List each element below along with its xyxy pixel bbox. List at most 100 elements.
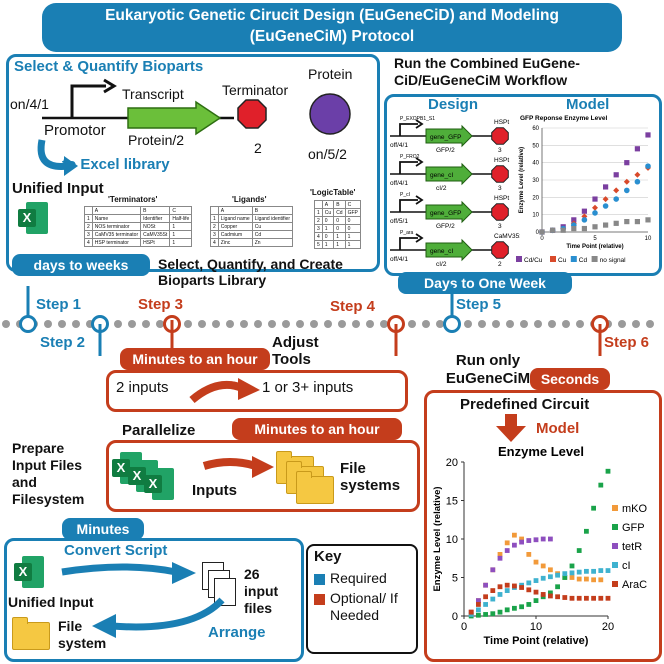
promoter-name: P_FRO2	[400, 154, 420, 160]
terminators-title: 'Terminators'	[108, 195, 158, 204]
protein-circle-icon	[309, 93, 351, 135]
design-circuits: P_EXOPB1_S1off/4/1gene_GFPGFP/2HSPt3P_FR…	[390, 116, 520, 268]
step3-label: Step 3	[138, 296, 184, 313]
legend-swatch	[550, 256, 556, 262]
x-tick-label: 20	[602, 621, 614, 633]
data-point	[598, 482, 604, 488]
gene-name: gene_GFP	[430, 134, 461, 141]
promoter-arrow-icon	[399, 123, 418, 136]
data-point	[526, 552, 532, 557]
data-point	[476, 612, 481, 618]
timeline-dot	[352, 320, 360, 328]
data-point	[533, 537, 539, 543]
transcript-label: Transcript	[122, 86, 184, 102]
promoter-arrow-icon	[399, 161, 418, 174]
table-cell: 0	[344, 216, 361, 225]
step4-arrow-icon	[202, 456, 274, 478]
data-point	[581, 217, 588, 223]
terminator-name: HSPt	[494, 119, 509, 126]
table-cell: 1	[333, 232, 346, 241]
data-point	[569, 575, 575, 580]
folder-icon-3	[296, 471, 334, 504]
table-cell: Cadmium	[217, 230, 253, 239]
data-point	[533, 559, 539, 565]
y-tick-label: 0	[452, 611, 458, 623]
step6-panel	[424, 390, 662, 662]
timeline-dot	[128, 320, 136, 328]
promoter-arrowhead-icon	[415, 157, 424, 167]
terminator-value: 3	[498, 147, 502, 154]
step5-label: Step 5	[456, 296, 502, 313]
table-cell: Copper	[217, 222, 253, 231]
data-point	[540, 592, 546, 597]
y-tick-label: 15	[446, 496, 458, 508]
data-point	[645, 132, 651, 138]
step5-header: Run the Combined EuGene-CiD/EuGeneCiM Wo…	[394, 55, 580, 88]
step4-time-pill: Minutes to an hour	[232, 418, 402, 440]
gene-arrow-icon	[127, 100, 222, 136]
data-point	[562, 575, 568, 580]
legend-swatch	[516, 256, 522, 262]
protein-value: on/5/2	[308, 146, 347, 162]
promoter-arrow-icon	[399, 237, 418, 250]
timeline-dot	[520, 320, 528, 328]
step4-title: Parallelize	[122, 422, 196, 439]
step4-file-systems: File systems	[340, 460, 401, 494]
step1-panel	[6, 54, 380, 272]
data-point	[526, 538, 532, 543]
table-cell: 3	[210, 230, 219, 239]
data-point	[476, 598, 481, 603]
step3-title: Adjust Tools	[272, 334, 319, 368]
data-point	[519, 539, 524, 545]
data-point	[623, 178, 630, 185]
terminator-octagon-icon	[491, 241, 509, 259]
data-point	[512, 583, 517, 589]
data-point	[483, 602, 488, 607]
terminator-octagon-icon	[491, 127, 509, 145]
timeline-dot	[492, 320, 500, 328]
table-cell: 1	[333, 240, 346, 249]
timeline-dot	[408, 320, 416, 328]
x-axis-label: Time Point (relative)	[566, 244, 623, 250]
data-point	[624, 187, 630, 194]
data-point	[540, 575, 546, 581]
step2-time-pill: Minutes	[62, 518, 144, 540]
data-point	[512, 542, 517, 548]
timeline-dot	[282, 320, 290, 328]
promoter-state: off/4/1	[390, 142, 408, 149]
data-point	[613, 196, 619, 202]
step5-time-pill: Days to One Week	[398, 272, 572, 294]
promoter-state: off/4/1	[390, 180, 408, 187]
data-point	[533, 598, 539, 603]
data-point	[584, 576, 589, 582]
data-point	[576, 576, 582, 582]
protein-gene-label: Protein/2	[128, 132, 185, 148]
data-point	[591, 595, 596, 601]
step1-time-pill: days to weeks	[12, 254, 150, 276]
step3-panel	[106, 370, 408, 412]
title-line-1: Eukaryotic Genetic Cirucit Design (EuGen…	[105, 7, 559, 24]
timeline-dot	[338, 320, 346, 328]
data-point	[576, 595, 582, 601]
legend-swatch	[570, 256, 577, 262]
data-point	[555, 584, 560, 590]
y-tick-label: 60	[532, 126, 539, 132]
promoter-state: off/5/1	[390, 218, 408, 225]
table-cell: Cu	[321, 208, 335, 217]
key-box	[306, 544, 418, 654]
table-cell: Name	[91, 214, 142, 223]
step1-header: Select & Quantify Bioparts	[14, 58, 204, 75]
data-point	[497, 609, 503, 615]
key-required-swatch	[314, 574, 325, 585]
data-point	[562, 571, 568, 577]
data-point	[504, 548, 510, 553]
data-point	[591, 505, 596, 511]
data-point	[598, 595, 604, 601]
legend-swatch	[612, 524, 618, 530]
